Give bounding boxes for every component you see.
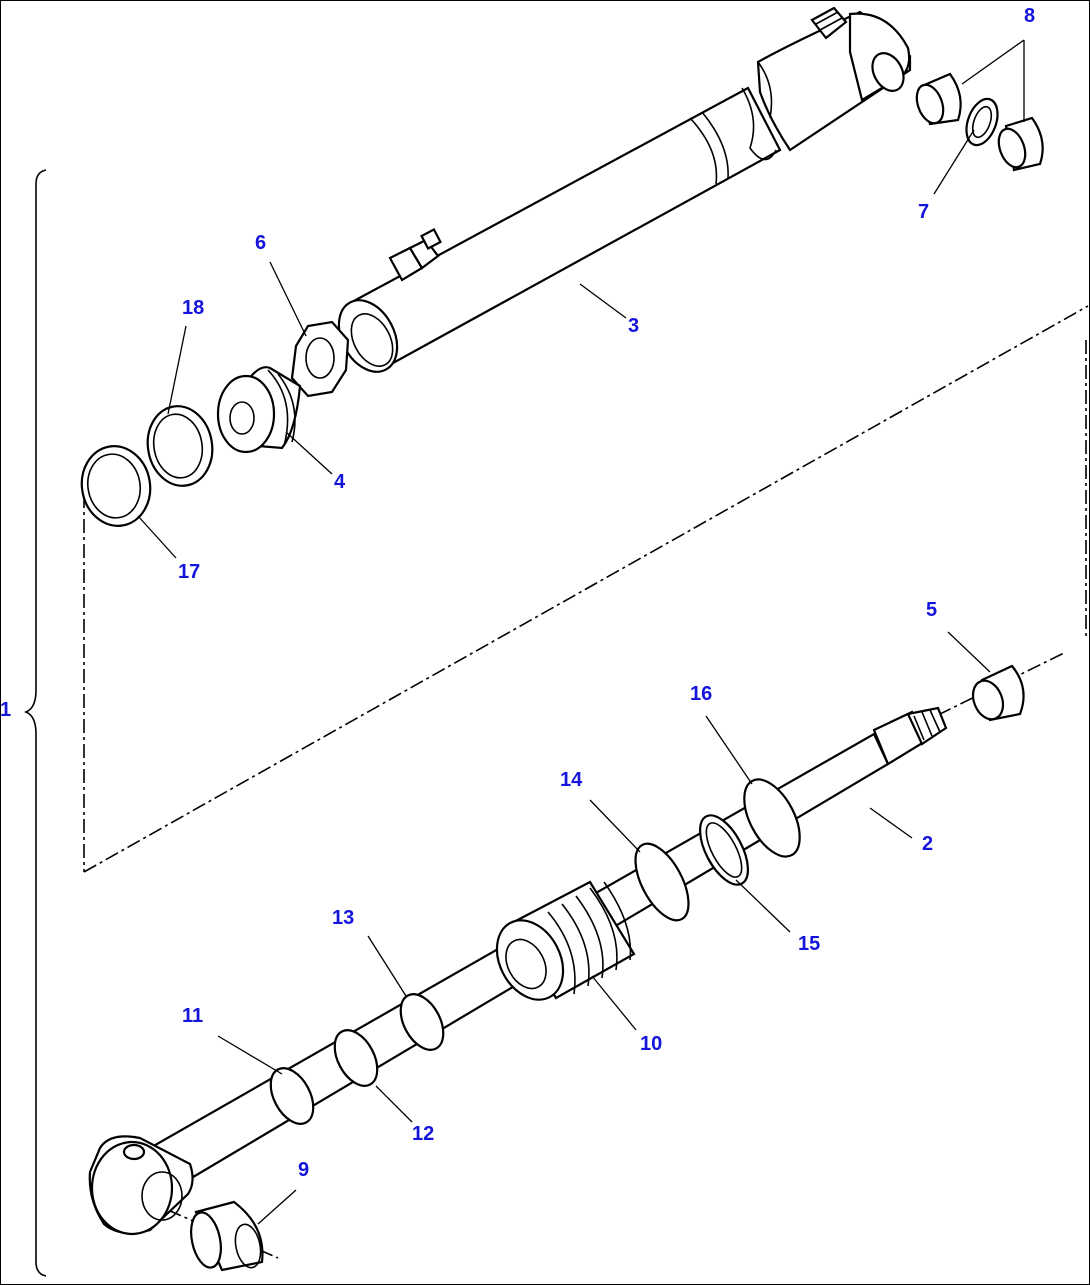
leader-lines — [137, 39, 1025, 1225]
o-ring-14 — [634, 842, 690, 922]
callout-18: 18 — [182, 297, 204, 319]
bushing-9 — [190, 1200, 264, 1272]
callout-3: 3 — [628, 315, 639, 337]
callout-17: 17 — [178, 561, 200, 583]
cylinder-head-end — [756, 6, 912, 152]
backup-ring-15 — [699, 814, 749, 886]
seal-11 — [269, 1067, 315, 1125]
callout-10: 10 — [640, 1033, 662, 1055]
o-ring-16 — [743, 778, 801, 858]
nut-6 — [290, 320, 350, 398]
dust-seal-7 — [965, 97, 999, 147]
piston-4 — [216, 366, 302, 454]
tube-port-fitting — [388, 228, 442, 282]
callout-7: 7 — [918, 201, 929, 223]
callout-4: 4 — [334, 471, 346, 493]
callout-1: 1 — [0, 699, 11, 721]
seal-12 — [333, 1029, 379, 1087]
cylinder-head-10 — [495, 880, 636, 1001]
callout-5: 5 — [926, 599, 937, 621]
wear-ring-18 — [146, 405, 214, 487]
bushing-5 — [971, 664, 1025, 722]
seal-13 — [399, 993, 445, 1051]
callouts: 1 2 3 4 5 6 7 8 9 10 11 12 13 14 15 16 1… — [0, 5, 1035, 1181]
callout-12: 12 — [412, 1123, 434, 1145]
bushing-8-upper — [915, 72, 962, 126]
callout-14: 14 — [560, 769, 583, 791]
callout-6: 6 — [255, 232, 266, 254]
callout-9: 9 — [298, 1159, 309, 1181]
cylinder-tube — [337, 86, 782, 373]
callout-2: 2 — [922, 833, 933, 855]
bushing-8-lower — [997, 116, 1044, 172]
rod-eye — [88, 1135, 194, 1236]
piston-ring-17 — [80, 445, 152, 527]
assembly-bracket — [23, 169, 47, 1277]
callout-8: 8 — [1024, 5, 1035, 27]
callout-15: 15 — [798, 933, 820, 955]
callout-13: 13 — [332, 907, 354, 929]
callout-16: 16 — [690, 683, 712, 705]
callout-11: 11 — [182, 1005, 203, 1027]
